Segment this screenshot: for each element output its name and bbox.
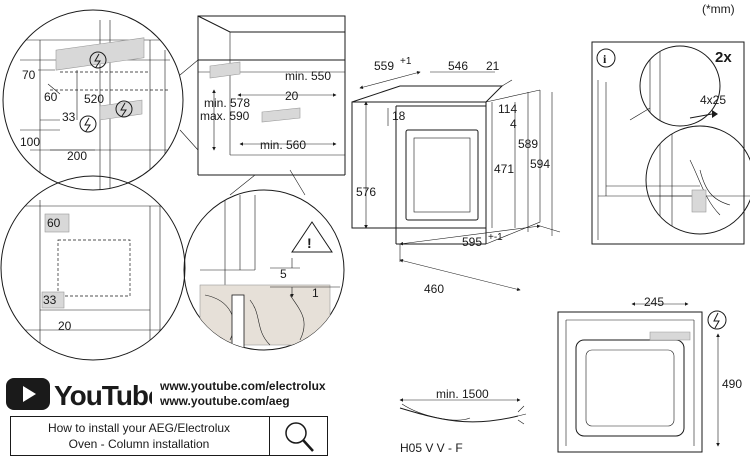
cable-type: H05 V V - F: [400, 441, 463, 455]
side-dim-20: 20: [58, 319, 72, 333]
screw-icon: [689, 110, 718, 119]
gap-dim-1: 1: [312, 286, 319, 300]
cable: min. 1500 H05 V V - F: [399, 387, 527, 455]
power-245: 245: [644, 295, 664, 309]
dim-33: 33: [62, 110, 76, 124]
electrical-connection-icon: [89, 51, 107, 69]
oven-589: 589: [518, 137, 538, 151]
column-detail: 70 60 520 33 100 200: [2, 9, 184, 191]
side-dim-33: 33: [43, 293, 57, 307]
dim-520: 520: [84, 92, 104, 106]
svg-text:!: !: [307, 235, 312, 251]
fixing-screw: 4x25: [700, 93, 726, 107]
youtube-logo-text: YouTube: [54, 380, 152, 411]
oven-drawing: 559 +1 546 21 18 114 4 576 471 589 594 5…: [351, 56, 561, 296]
cab-max590: max. 590: [200, 109, 250, 123]
dim-70: 70: [22, 68, 36, 82]
howto-line1: How to install your AEG/Electrolux: [47, 421, 231, 435]
power-490: 490: [722, 377, 742, 391]
howto-divider: [269, 417, 270, 455]
youtube-url-electrolux[interactable]: www.youtube.com/electrolux: [160, 379, 326, 393]
info-icon: i: [596, 48, 616, 68]
gap-detail: ! 5 1: [183, 169, 345, 351]
howto-line2: Oven - Column installation: [68, 437, 210, 451]
electrical-connection-icon: [115, 100, 133, 118]
electrical-connection-icon: [79, 115, 97, 133]
side-dim-60: 60: [47, 216, 61, 230]
oven-114: 114: [498, 102, 517, 116]
cab-min560: min. 560: [260, 138, 306, 152]
youtube-play-icon: YouTube: [6, 378, 164, 411]
oven-595-tol: +-1: [488, 232, 503, 243]
gap-dim-5: 5: [280, 267, 287, 281]
power-connection: 245 490: [557, 295, 742, 453]
oven-576: 576: [356, 185, 376, 199]
howto-text: How to install your AEG/Electrolux Oven …: [11, 420, 267, 452]
unit-note: (*mm): [702, 2, 735, 16]
oven-471: 471: [494, 162, 514, 176]
oven-21: 21: [486, 59, 500, 73]
oven-546: 546: [448, 59, 468, 73]
cable-length: min. 1500: [436, 387, 489, 401]
cab-min550: min. 550: [285, 69, 331, 83]
oven-460: 460: [424, 282, 444, 296]
youtube-url-aeg[interactable]: www.youtube.com/aeg: [160, 394, 290, 408]
howto-box: How to install your AEG/Electrolux Oven …: [10, 416, 328, 456]
fixing-panel: i 2x 4x25: [591, 41, 750, 245]
svg-text:i: i: [603, 52, 607, 66]
oven-595: 595: [462, 235, 482, 249]
cab-20: 20: [285, 89, 299, 103]
dim-60: 60: [44, 90, 58, 104]
oven-559: 559: [374, 59, 394, 73]
column-cabinet: min. 550 20 min. 578 max. 590 min. 560: [179, 15, 346, 176]
dim-100: 100: [20, 135, 40, 149]
side-detail: 60 33 20: [0, 175, 186, 361]
oven-594: 594: [530, 157, 550, 171]
electrical-connection-icon: [707, 310, 727, 330]
oven-559-tol: +1: [400, 56, 412, 67]
fixing-count: 2x: [715, 49, 732, 66]
warning-icon: !: [291, 221, 333, 253]
youtube-logo[interactable]: YouTube: [6, 376, 164, 412]
dim-200: 200: [67, 149, 87, 163]
oven-4: 4: [510, 117, 517, 131]
cab-min578: min. 578: [204, 96, 250, 110]
youtube-urls: www.youtube.com/electrolux www.youtube.c…: [160, 379, 326, 409]
oven-18: 18: [392, 109, 406, 123]
magnifier-icon[interactable]: [279, 419, 319, 455]
